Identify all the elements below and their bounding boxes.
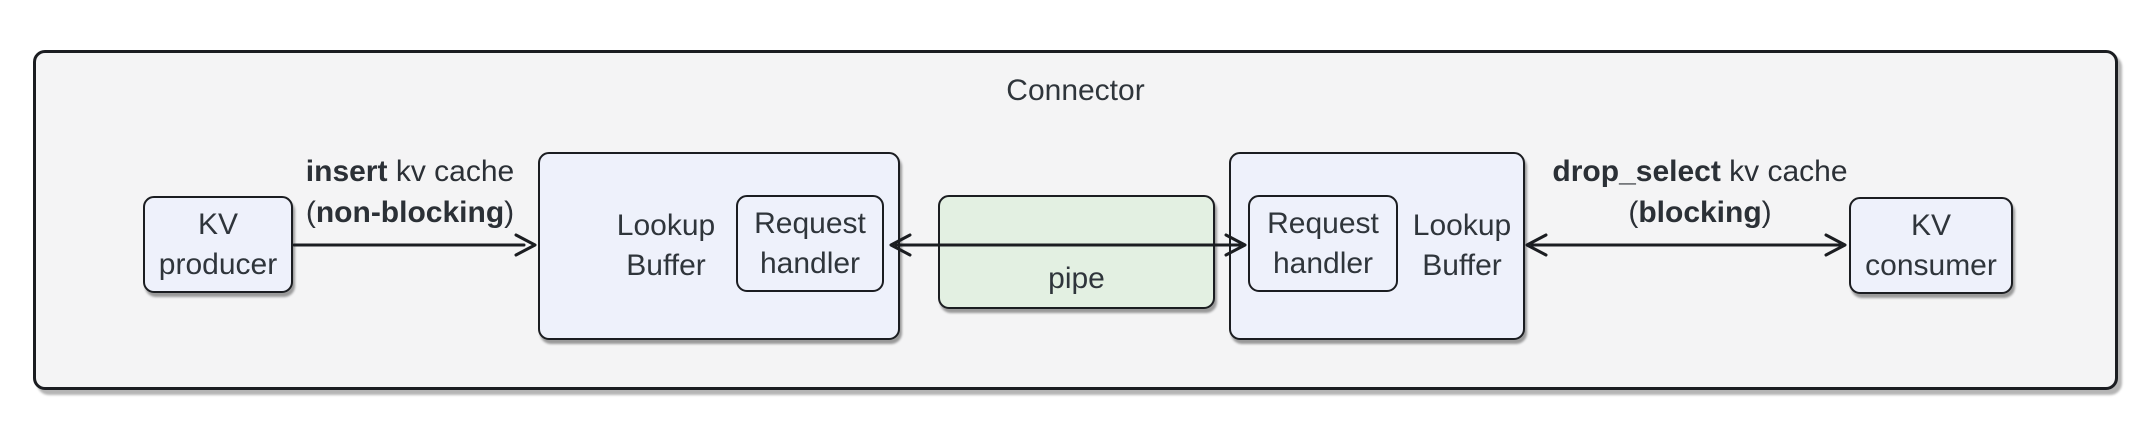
lookup-buffer-left-line2: Buffer bbox=[626, 249, 706, 282]
drop-select-open-paren: ( bbox=[1628, 196, 1639, 229]
insert-mode: non-blocking bbox=[315, 196, 505, 229]
insert-close-paren: ) bbox=[504, 196, 515, 229]
drop-select-verb: drop_select bbox=[1552, 155, 1721, 188]
drop-select-edge-label-line2: (blocking) bbox=[1530, 192, 1870, 233]
insert-verb: insert bbox=[305, 155, 388, 188]
drop-select-rest: kv cache bbox=[1720, 155, 1848, 188]
drop-select-edge-label: drop_select kv cache (blocking) bbox=[1530, 151, 1870, 233]
request-handler-right-line2: handler bbox=[1272, 246, 1374, 280]
lookup-buffer-left-line1: Lookup bbox=[616, 209, 716, 242]
request-handler-right-line1: Request bbox=[1267, 206, 1379, 240]
insert-open-paren: ( bbox=[305, 196, 316, 229]
kv-producer-node: KV producer bbox=[143, 196, 293, 293]
pipe-node: pipe bbox=[938, 195, 1215, 309]
lookup-buffer-right-line1: Lookup bbox=[1412, 209, 1512, 242]
lookup-buffer-left-node: Lookup Buffer Request handler bbox=[538, 152, 900, 340]
kv-producer-label-line1: KV bbox=[197, 207, 239, 241]
drop-select-close-paren: ) bbox=[1761, 196, 1772, 229]
request-handler-left-node: Request handler bbox=[736, 195, 884, 292]
drop-select-edge-label-line1: drop_select kv cache bbox=[1530, 151, 1870, 192]
request-handler-left-line1: Request bbox=[754, 206, 866, 240]
insert-rest: kv cache bbox=[387, 155, 515, 188]
request-handler-right-node: Request handler bbox=[1248, 195, 1398, 292]
lookup-buffer-right-line2: Buffer bbox=[1422, 249, 1502, 282]
lookup-buffer-right-node: Request handler Lookup Buffer bbox=[1229, 152, 1525, 340]
kv-consumer-label-line2: consumer bbox=[1865, 248, 1997, 282]
kv-consumer-label-line1: KV bbox=[1910, 208, 1952, 242]
insert-edge-label-line2: (non-blocking) bbox=[250, 192, 570, 233]
insert-edge-label: insert kv cache (non-blocking) bbox=[250, 151, 570, 233]
kv-producer-label-line2: producer bbox=[158, 247, 278, 281]
connector-title: Connector bbox=[1006, 74, 1145, 107]
lookup-buffer-left-label: Lookup Buffer bbox=[540, 154, 792, 338]
drop-select-mode: blocking bbox=[1638, 196, 1762, 229]
request-handler-left-line2: handler bbox=[759, 246, 861, 280]
lookup-buffer-right-label: Lookup Buffer bbox=[1399, 154, 1525, 338]
kv-consumer-node: KV consumer bbox=[1849, 197, 2013, 294]
pipe-label: pipe bbox=[1048, 262, 1105, 295]
insert-edge-label-line1: insert kv cache bbox=[250, 151, 570, 192]
